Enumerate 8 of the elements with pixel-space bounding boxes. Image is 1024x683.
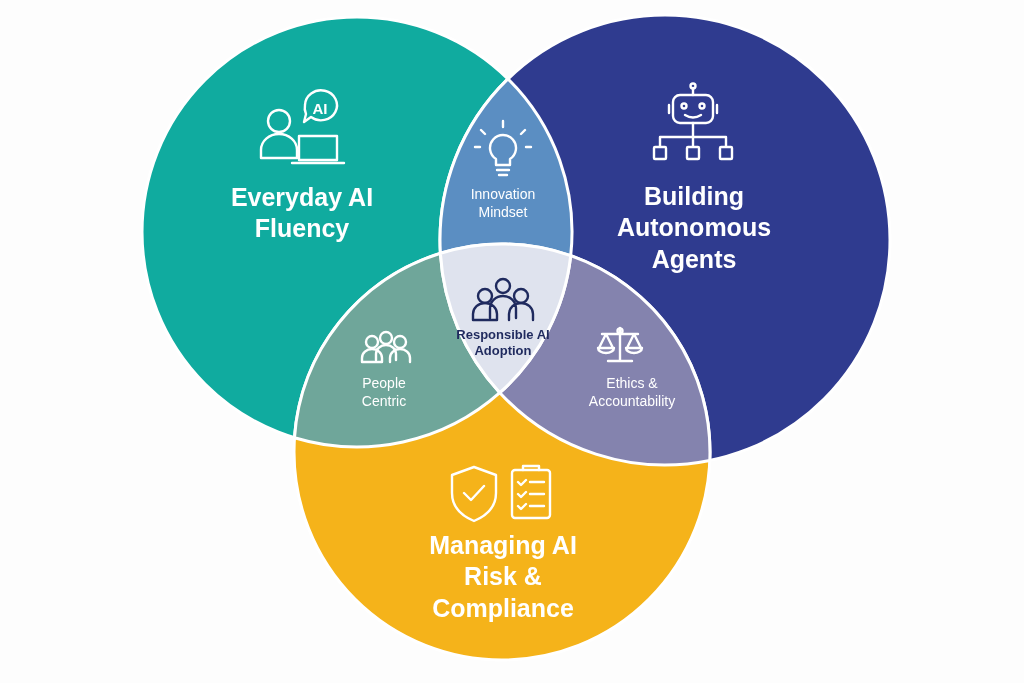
circle-title: Everyday AI Fluency	[229, 181, 375, 244]
bubble-text: AI	[312, 99, 328, 117]
region-label: People Centric	[360, 374, 408, 410]
region-label: Innovation Mindset	[469, 185, 537, 221]
region-label: Ethics & Accountability	[587, 374, 677, 410]
region-label: Responsible AI Adoption	[455, 326, 551, 360]
circle-title: Managing AI Risk & Compliance	[428, 530, 578, 624]
circle-title: Building Autonomous Agents	[615, 181, 773, 275]
